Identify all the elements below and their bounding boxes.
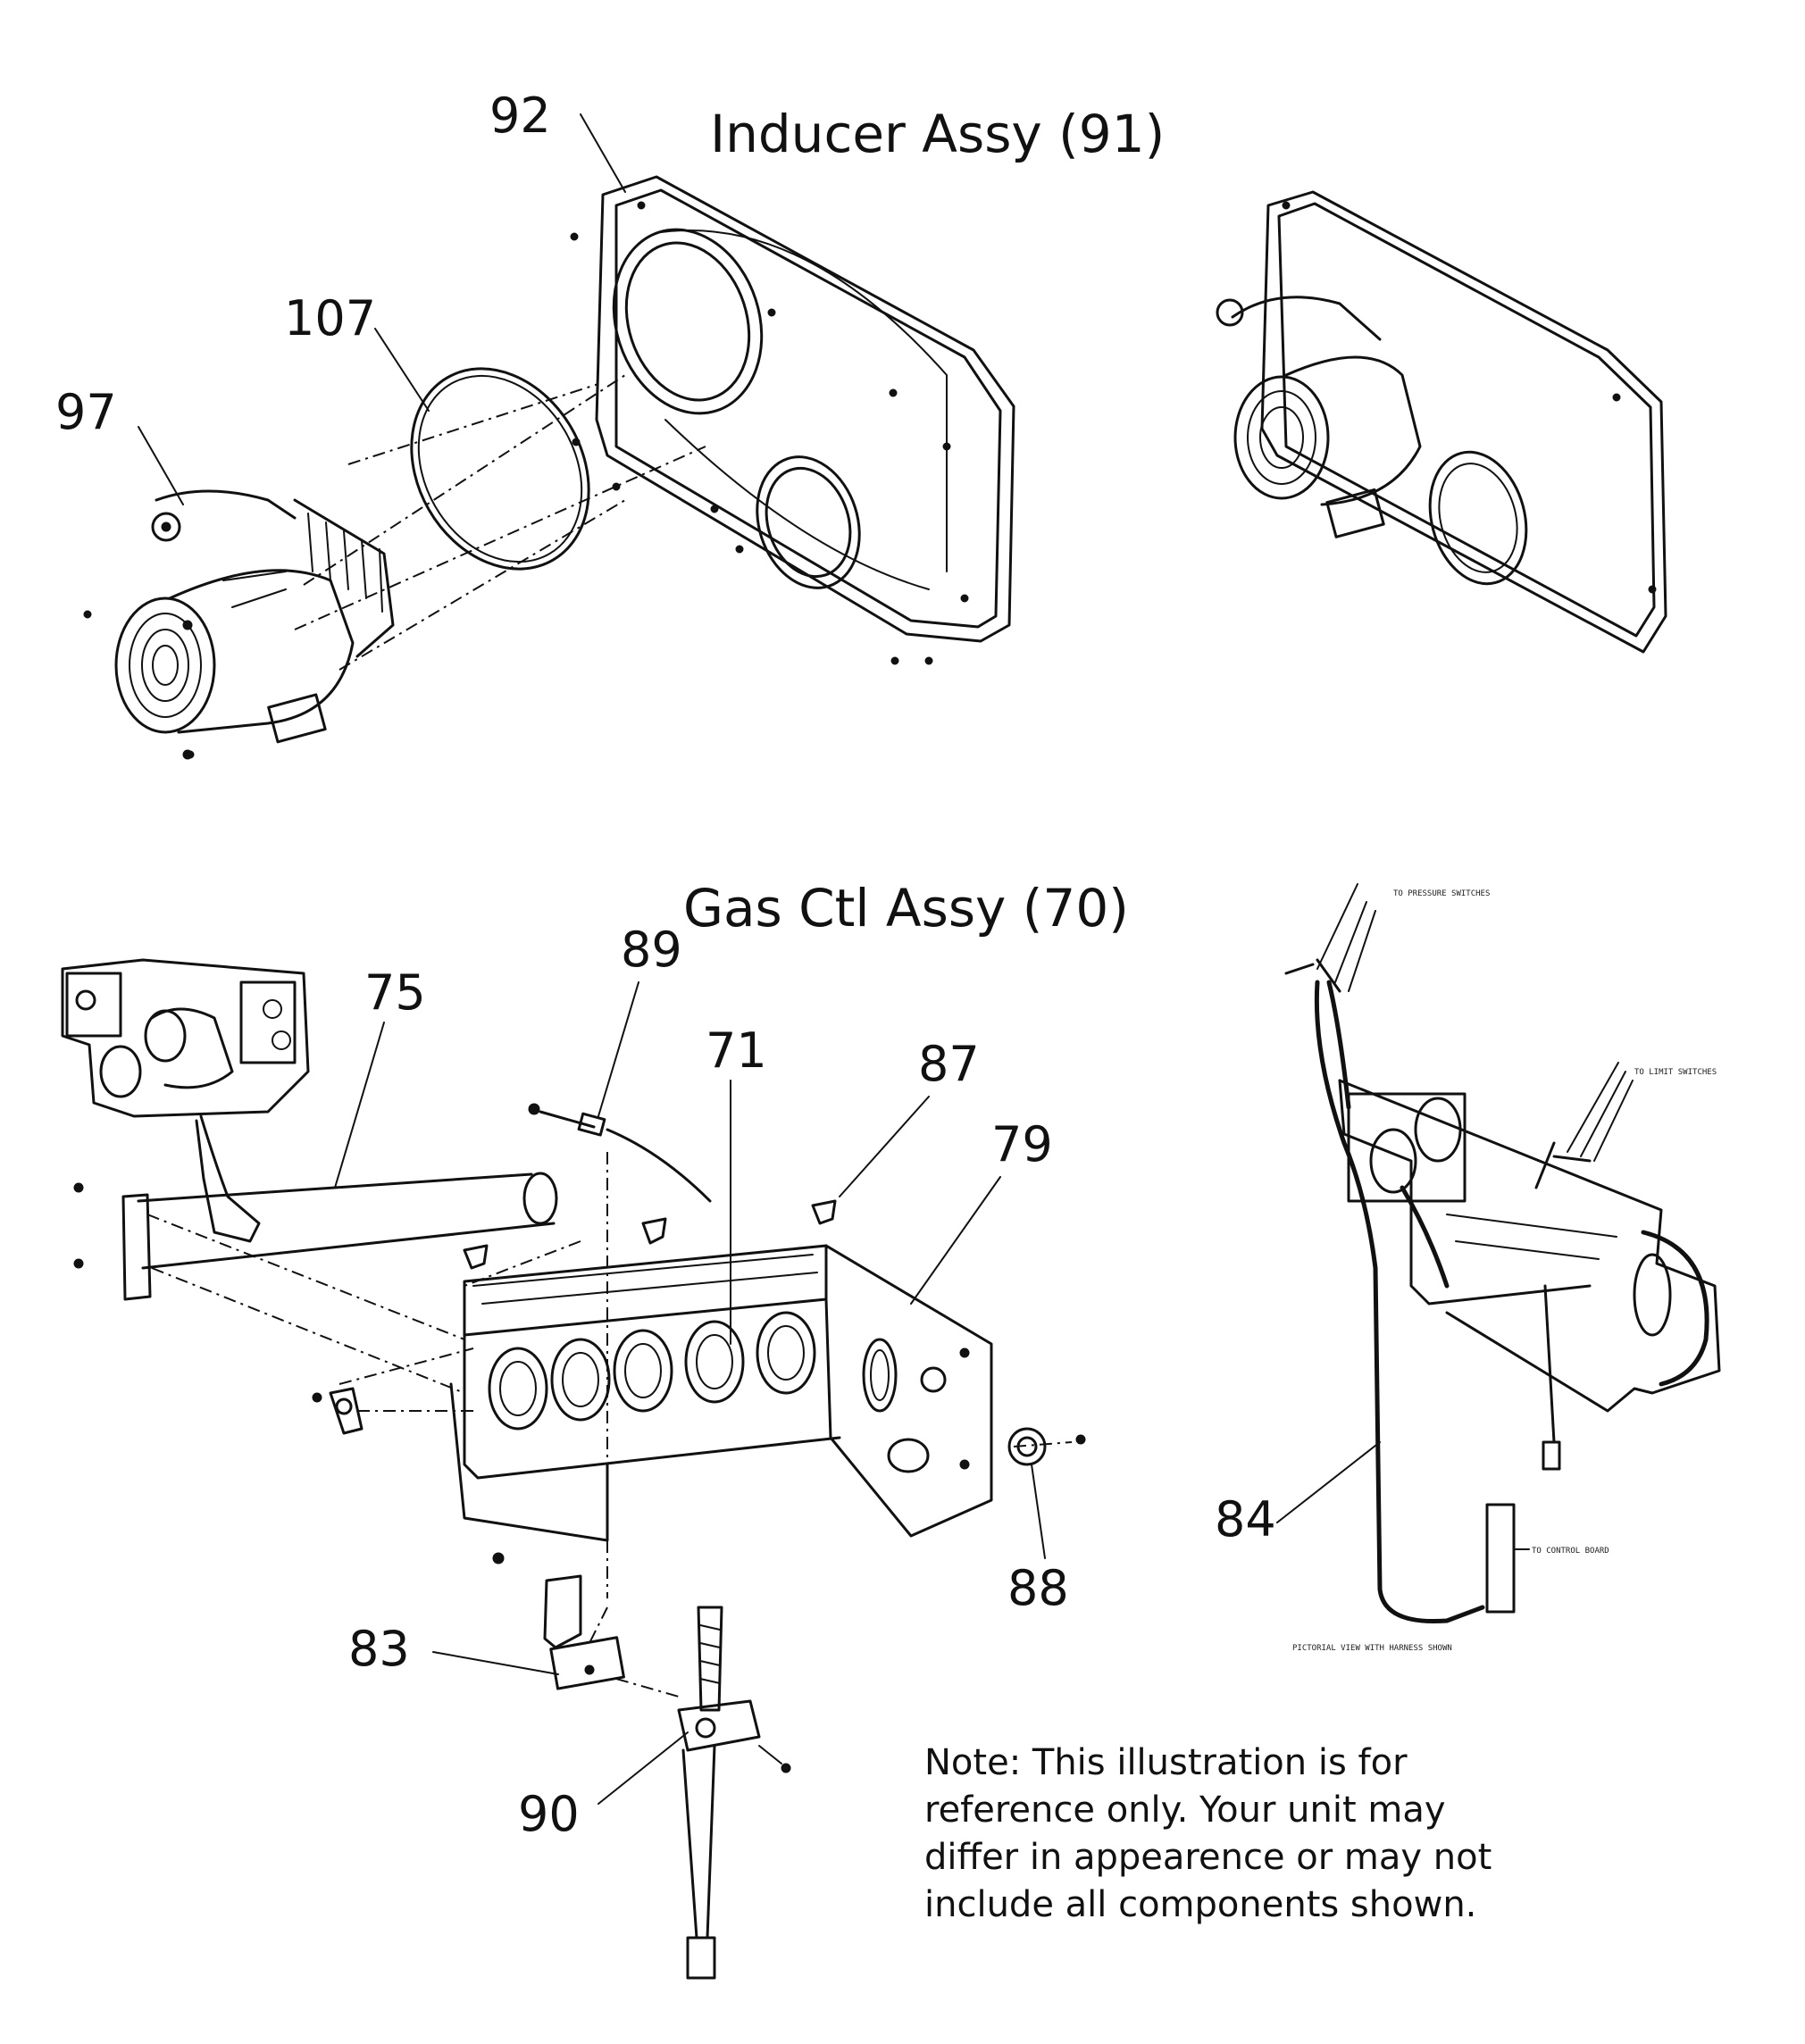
wiring-harness-view: TO PRESSURE SWITCHES TO LIMIT SWITCHES T… <box>1284 883 1721 1653</box>
gas-valve <box>61 958 310 1243</box>
note-line-3: differ in appearence or may not <box>924 1837 1492 1878</box>
callout-107: 107 <box>284 290 376 346</box>
callout-90: 90 <box>518 1786 580 1842</box>
note-line-4: include all components shown. <box>924 1884 1477 1925</box>
gas-control-assembly-title: Gas Ctl Assy (70) <box>683 878 1129 939</box>
inducer-assembled-view <box>1216 190 1667 654</box>
inducer-assembly-title: Inducer Assy (91) <box>710 104 1165 164</box>
callout-71: 71 <box>706 1022 767 1079</box>
callout-97: 97 <box>55 384 117 440</box>
disclaimer-note: Note: This illustration is for reference… <box>924 1739 1567 1929</box>
gasket-ring <box>410 367 590 571</box>
label-to-limit-switches: TO LIMIT SWITCHES <box>1634 1068 1717 1077</box>
gas-control-exploded-view <box>61 958 1086 1980</box>
callouts: 92 107 97 75 89 71 87 79 88 83 90 84 <box>55 88 1381 1842</box>
callout-89: 89 <box>621 922 682 978</box>
rollout-switch-left <box>312 1387 364 1435</box>
rollout-switch-88 <box>1007 1427 1086 1466</box>
callout-84: 84 <box>1215 1491 1276 1548</box>
note-line-2: reference only. Your unit may <box>924 1790 1446 1831</box>
inducer-motor <box>114 489 395 760</box>
burner-assembly <box>449 1244 993 1542</box>
note-line-1: Note: This illustration is for <box>924 1742 1408 1783</box>
label-to-pressure-switches: TO PRESSURE SWITCHES <box>1393 889 1490 898</box>
harness-caption: PICTORIAL VIEW WITH HARNESS SHOWN <box>1292 1644 1452 1653</box>
callout-88: 88 <box>1007 1560 1069 1616</box>
igniter <box>528 1103 712 1203</box>
inducer-housing-plate <box>595 175 1015 643</box>
flame-sensor-bracket <box>811 1199 837 1225</box>
callout-92: 92 <box>489 88 551 144</box>
callout-87: 87 <box>918 1036 980 1092</box>
limit-switch-83 <box>492 1552 625 1690</box>
flame-sensor-90 <box>677 1606 791 1980</box>
callout-79: 79 <box>991 1116 1053 1172</box>
callout-75: 75 <box>364 964 426 1021</box>
label-to-control-board: TO CONTROL BOARD <box>1532 1547 1609 1556</box>
callout-83: 83 <box>348 1621 410 1677</box>
inducer-exploded-view <box>83 175 1015 760</box>
